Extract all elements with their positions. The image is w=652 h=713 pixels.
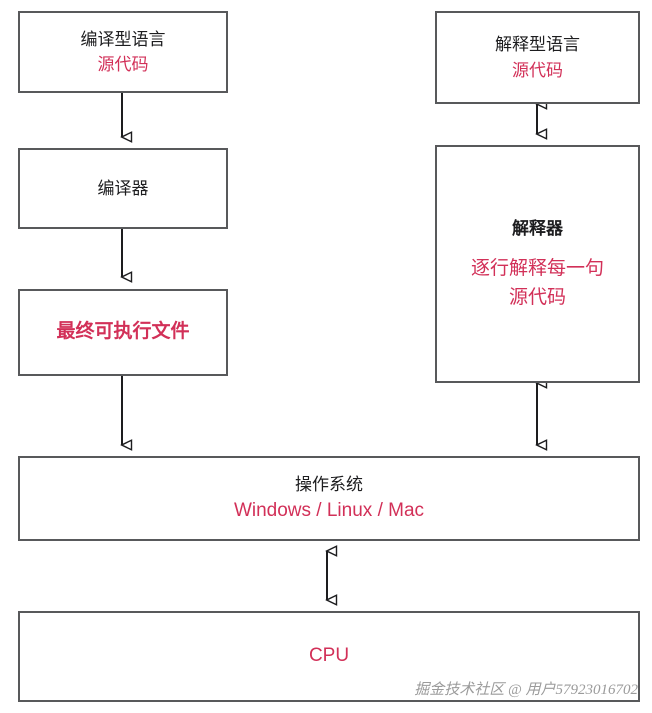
operating-system-title: 操作系统 — [295, 474, 363, 494]
node-interpreter[interactable]: 解释器 逐行解释每一句 源代码 — [435, 145, 640, 383]
interpreter-title: 解释器 — [512, 218, 563, 238]
compiled-language-subtitle: 源代码 — [97, 55, 149, 74]
operating-system-subtitle: Windows / Linux / Mac — [233, 500, 425, 521]
node-cpu[interactable]: CPU — [18, 611, 640, 702]
node-executable[interactable]: 最终可执行文件 — [18, 289, 228, 376]
cpu-title: CPU — [308, 645, 350, 667]
interpreter-detail-line-1: 逐行解释每一句 — [470, 258, 604, 280]
node-operating-system[interactable]: 操作系统 Windows / Linux / Mac — [18, 456, 640, 541]
interpreted-language-title: 解释型语言 — [495, 35, 580, 54]
watermark-label: 掘金技术社区 @ 用户57923016702 — [414, 682, 638, 698]
interpreter-detail-line-2: 源代码 — [508, 286, 566, 308]
node-compiler[interactable]: 编译器 — [18, 148, 228, 229]
node-compiled-language[interactable]: 编译型语言 源代码 — [18, 11, 228, 93]
interpreted-language-subtitle: 源代码 — [512, 60, 563, 80]
node-interpreted-language[interactable]: 解释型语言 源代码 — [435, 11, 640, 104]
compiler-title: 编译器 — [97, 178, 149, 198]
executable-title: 最终可执行文件 — [56, 321, 190, 343]
compiled-language-title: 编译型语言 — [80, 29, 166, 49]
